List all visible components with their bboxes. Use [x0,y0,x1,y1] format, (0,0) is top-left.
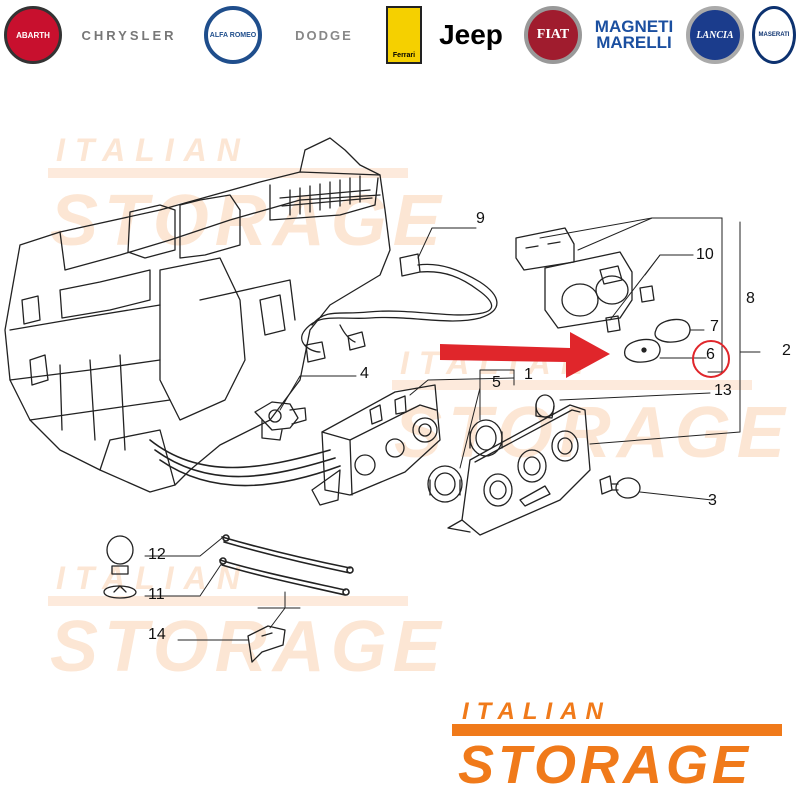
alfa-romeo-logo: ALFA ROMEO [204,4,262,66]
leader-lines [144,217,761,641]
control-cables [149,439,341,487]
lower-cables [219,534,354,596]
maserati-logo: MASERATI [752,4,796,66]
logo-storage-text: STORAGE [458,735,753,795]
bracket-14 [247,625,286,663]
callout-7: 7 [710,318,719,335]
chrysler-logo-text: CHRYSLER [81,27,177,43]
callout-6: 6 [706,346,715,363]
watermark-bar-bottom [48,596,408,606]
callout-13: 13 [714,382,732,399]
callout-12: 12 [148,546,166,563]
maserati-logo-text: MASERATI [752,6,796,64]
watermark-bar-mid [392,380,752,390]
callout-10: 10 [696,246,714,263]
magneti-marelli-logo-text: MAGNETI MARELLI [594,17,674,52]
heater-housing [4,137,391,493]
watermark-bar-top [48,168,408,178]
wiring-harness [301,253,498,363]
watermark-italian-bottom: ITALIAN [56,560,250,596]
callout-1: 1 [524,366,533,383]
watermark-italian-top: ITALIAN [56,132,250,168]
ferrari-logo: Ferrari [386,4,422,66]
watermark-storage-bottom: STORAGE [50,607,447,687]
callout-3: 3 [708,492,717,509]
control-panel-bezel [447,404,591,536]
logo-bar [452,724,782,736]
fiat-logo: FIAT [524,4,582,66]
lancia-logo: LANCIA [686,4,744,66]
jeep-logo-text: Jeep [439,19,503,50]
callout-8: 8 [746,290,755,307]
highlight-arrow [440,332,730,378]
switch-housing [515,227,655,333]
actuator-clip [254,401,307,441]
cable-clip-11 [103,585,137,599]
abarth-logo: ABARTH [4,4,62,66]
parts-diagram [4,137,761,663]
push-buttons [624,318,691,363]
control-unit [311,384,441,506]
callout-2: 2 [782,342,791,359]
bulb-part [599,475,641,499]
abarth-logo-text: ABARTH [4,6,62,64]
bushing-part [535,394,555,419]
callout-9: 9 [476,210,485,227]
logo-italian-text: ITALIAN [462,698,611,725]
callout-5: 5 [492,374,501,391]
callout-14: 14 [148,626,166,643]
alfa-romeo-logo-text: ALFA ROMEO [204,6,262,64]
dodge-logo-text: DODGE [295,27,353,43]
cable-clip-12 [106,535,134,575]
chrysler-logo: CHRYSLER [64,4,194,66]
callout-11: 11 [148,586,165,603]
callout-4: 4 [360,365,369,382]
lancia-logo-text: LANCIA [686,6,744,64]
jeep-logo: Jeep [428,4,514,66]
ferrari-logo-text: Ferrari [386,6,422,64]
brand-logo-bar: ABARTH CHRYSLER ALFA ROMEO DODGE Ferrari… [0,0,800,70]
magneti-marelli-logo: MAGNETI MARELLI [588,4,680,66]
dodge-logo: DODGE [270,4,378,66]
fiat-logo-text: FIAT [524,6,582,64]
